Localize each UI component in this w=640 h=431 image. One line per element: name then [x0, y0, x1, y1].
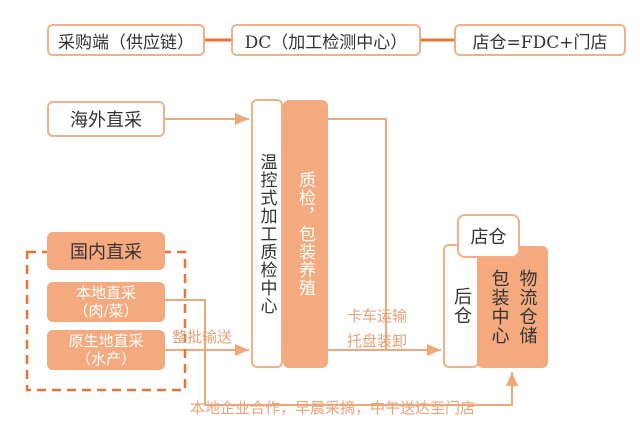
procurement-box: 采购端（供应链） [47, 24, 205, 56]
store-box: 店仓=FDC+门店 [454, 24, 626, 56]
logistics-label: 物流仓储 [516, 269, 538, 345]
qc-label: 质检，包装养殖 [295, 171, 315, 297]
origin-box: 原生地直采（水产） [47, 330, 165, 370]
truck-label: 卡车运输 [347, 307, 408, 325]
dc-box: DC（加工检测中心） [231, 24, 421, 56]
origin-sub: （水产） [75, 350, 136, 368]
logistics-box: 包装中心物流仓储 [477, 246, 548, 368]
pallet-label: 托盘装卸 [347, 332, 408, 350]
local-box: 本地直采（肉/菜） [47, 282, 165, 322]
bulk-label: 整批输送 [172, 328, 233, 346]
local-label: 本地直采 [75, 284, 136, 302]
pack-label: 包装中心 [488, 269, 510, 345]
arrow-local-direct [165, 299, 518, 406]
overseas-box: 海外直采 [47, 101, 165, 137]
local-sub: （肉/菜） [73, 302, 139, 320]
back-warehouse-box: 后仓 [443, 244, 479, 368]
line-qc-out [328, 118, 387, 350]
store-warehouse-box: 店仓 [457, 214, 520, 258]
bottom-label: 本地企业合作，早晨采摘，中午送达至门店 [190, 399, 476, 417]
qc-box: 质检，包装养殖 [283, 100, 328, 368]
processing-center-box: 温控式加工质检中心 [251, 99, 283, 368]
origin-label: 原生地直采 [68, 332, 144, 350]
domestic-box: 国内直采 [47, 232, 165, 270]
